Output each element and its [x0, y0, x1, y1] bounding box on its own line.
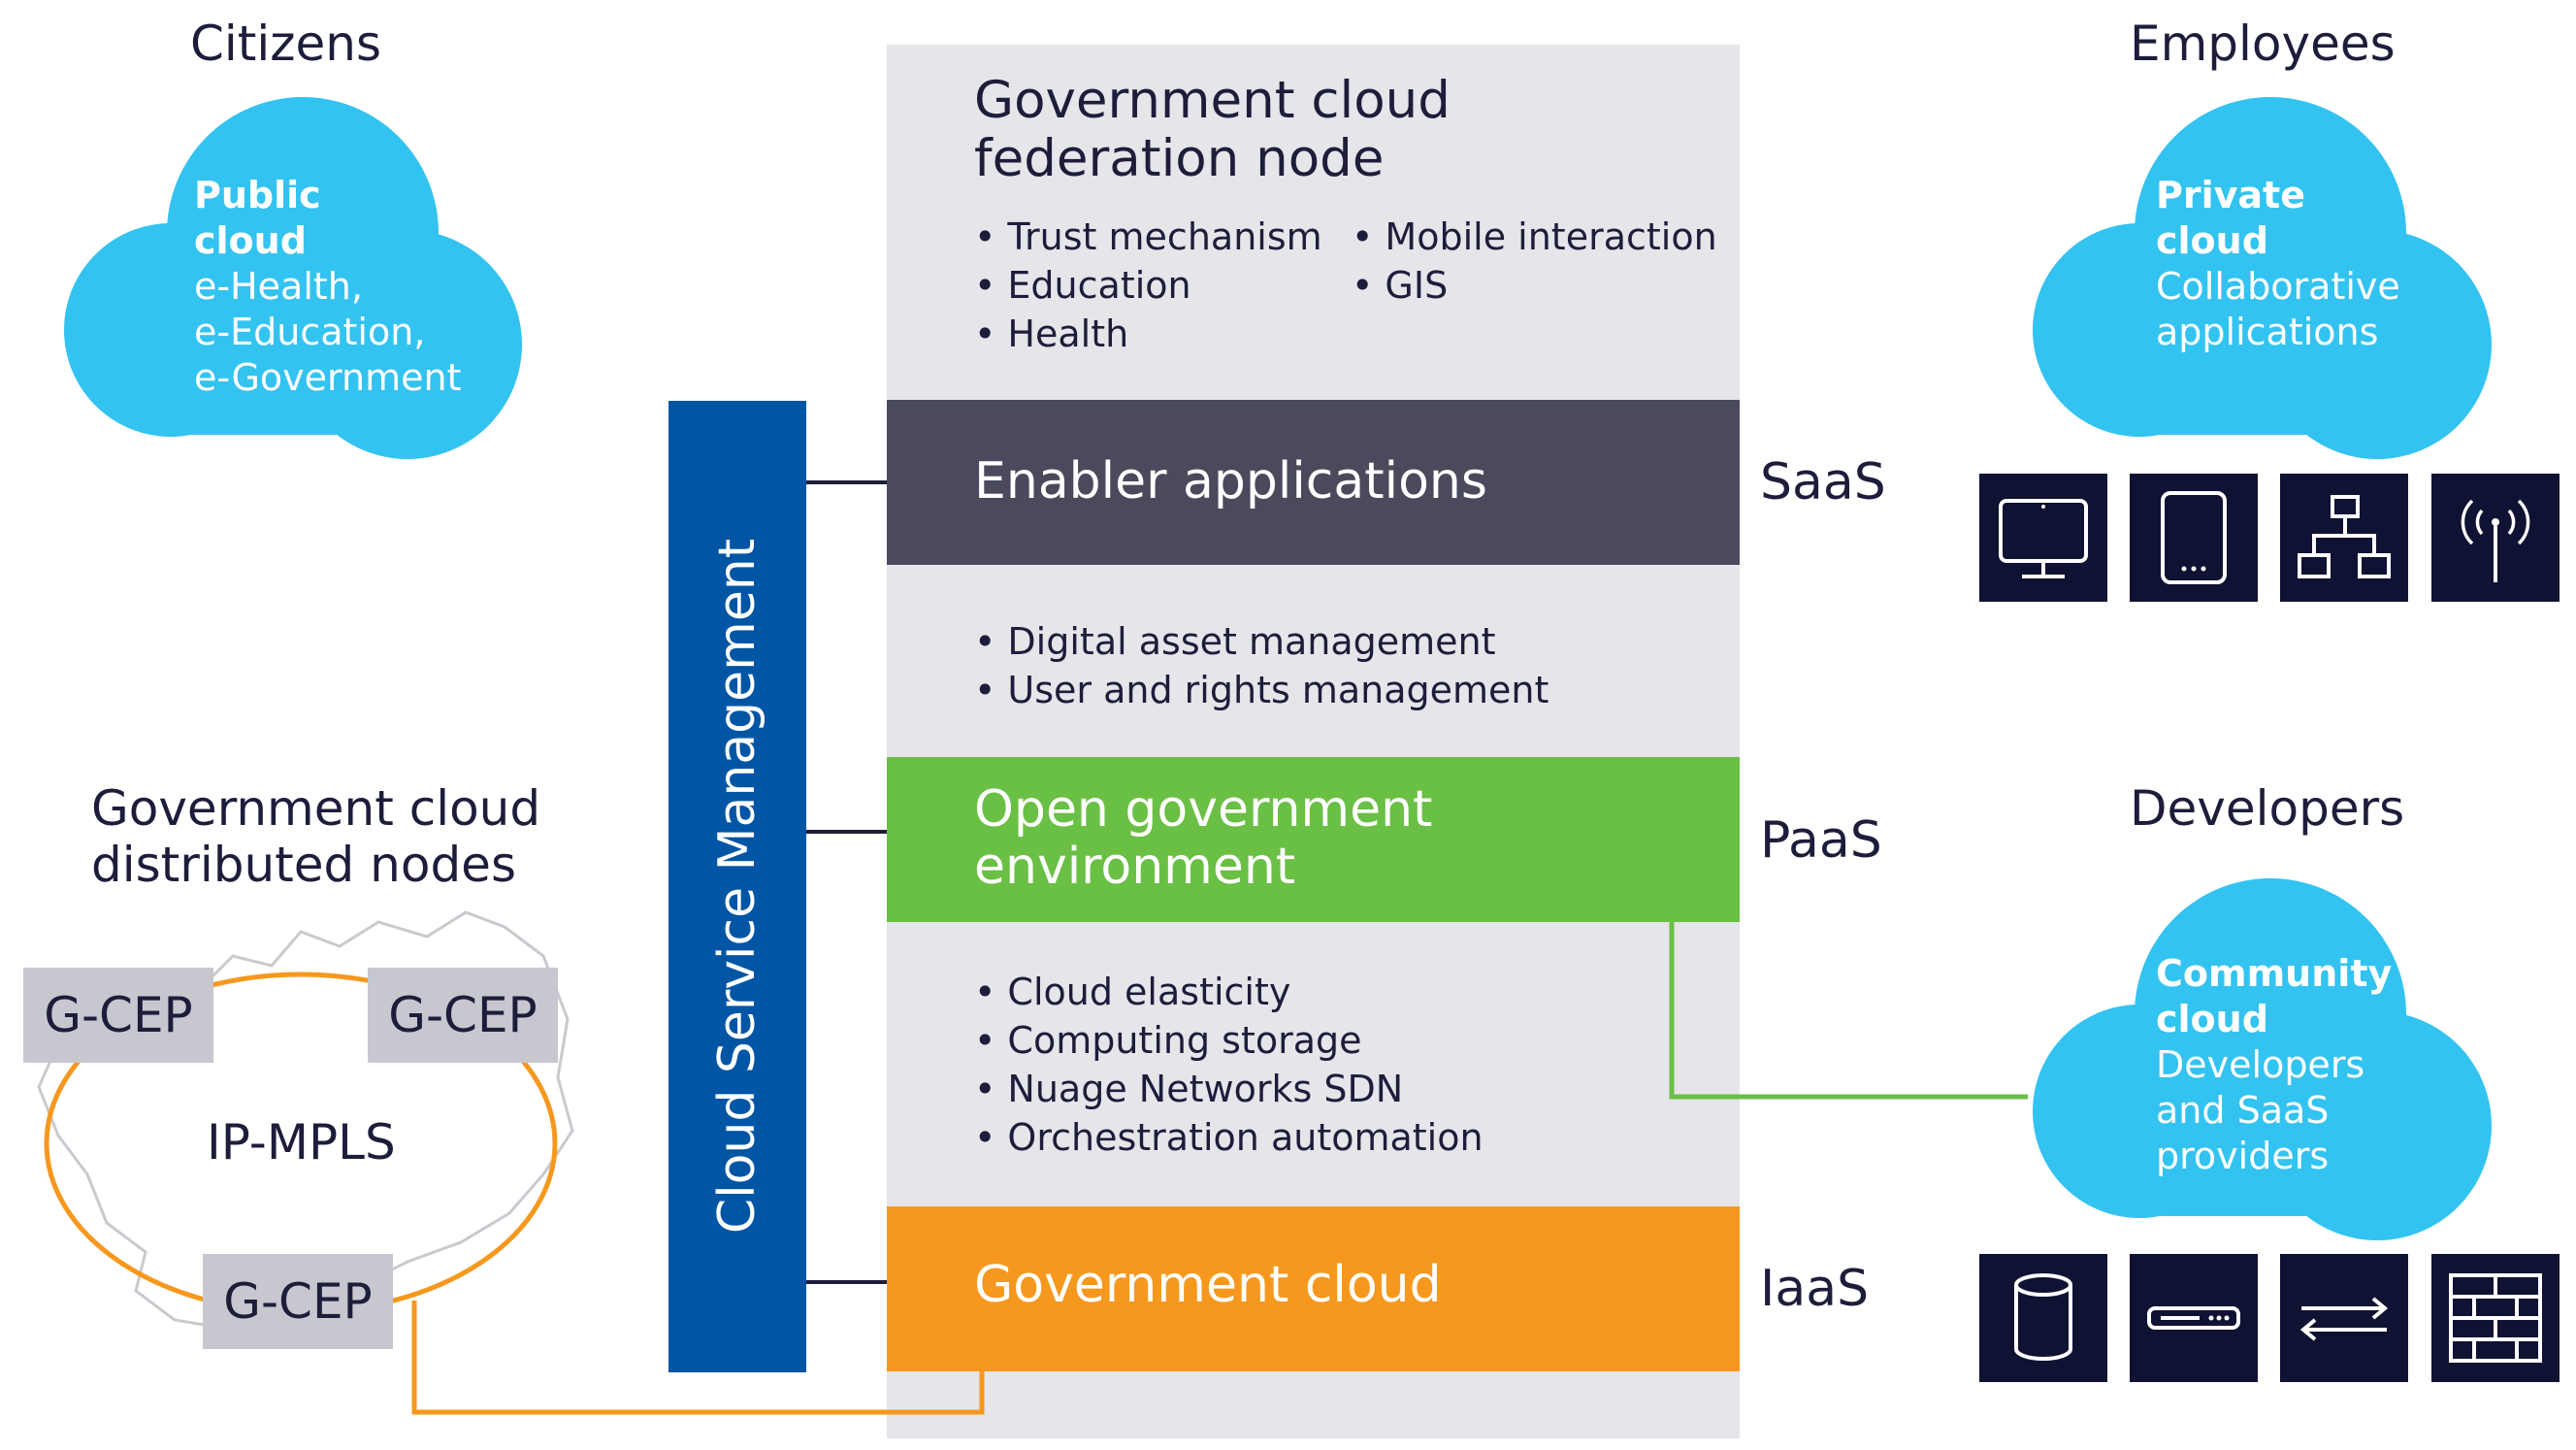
- bullet-item: Orchestration automation: [974, 1113, 1483, 1162]
- community-cloud-text: Community cloud Developers and SaaS prov…: [2156, 951, 2392, 1179]
- federation-bullets-right: Mobile interaction GIS: [1352, 213, 1717, 310]
- community-cloud-title-line2: cloud: [2156, 998, 2268, 1040]
- citizens-heading: Citizens: [190, 16, 382, 72]
- distributed-title-line1: Government cloud: [91, 780, 541, 837]
- saas-label: SaaS: [1760, 453, 1886, 511]
- bullet-item: Computing storage: [974, 1016, 1484, 1065]
- connector-paas-community: [1669, 922, 2028, 1100]
- private-cloud-line: applications: [2156, 311, 2379, 353]
- federation-title-line1: Government cloud: [974, 71, 1451, 130]
- community-cloud-line: providers: [2156, 1135, 2330, 1177]
- antenna-icon: [2431, 474, 2560, 602]
- tablet-icon: [2130, 474, 2258, 602]
- bullet-item: GIS: [1352, 261, 1717, 310]
- network-hierarchy-icon: [2280, 474, 2408, 602]
- server-icon: [2130, 1254, 2258, 1382]
- public-cloud-line: e-Health,: [194, 265, 363, 308]
- iaas-band: Government cloud: [887, 1206, 1740, 1371]
- paas-bullets: Digital asset management User and rights…: [974, 617, 1549, 714]
- bullet-item: User and rights management: [974, 666, 1549, 714]
- employees-heading: Employees: [2130, 16, 2396, 72]
- g-cep-node: G-CEP: [203, 1254, 393, 1349]
- transfer-arrows-icon: [2280, 1254, 2408, 1382]
- map-outline-shape: [37, 910, 574, 1332]
- community-cloud-line: Developers: [2156, 1043, 2365, 1086]
- federation-bullets-left: Trust mechanism Education Health: [974, 213, 1322, 358]
- iaas-label: IaaS: [1760, 1260, 1870, 1318]
- public-cloud-line: e-Education,: [194, 311, 426, 353]
- private-cloud-title-line2: cloud: [2156, 219, 2268, 262]
- private-cloud-line: Collaborative: [2156, 265, 2400, 308]
- g-cep-node: G-CEP: [23, 968, 213, 1063]
- bullet-item: Nuage Networks SDN: [974, 1065, 1484, 1113]
- bullet-item: Digital asset management: [974, 617, 1549, 666]
- iaas-band-label: Government cloud: [974, 1256, 1442, 1314]
- public-cloud-title-line2: cloud: [194, 219, 307, 262]
- paas-band-label-line1: Open government: [974, 780, 1433, 839]
- distributed-title-line2: distributed nodes: [91, 837, 516, 893]
- community-cloud-shape: [2033, 878, 2492, 1240]
- bullet-item: Education: [974, 261, 1322, 310]
- private-cloud-shape: [2033, 97, 2492, 459]
- paas-label: PaaS: [1760, 811, 1882, 870]
- cloud-service-management-bar: Cloud Service Management: [668, 401, 806, 1372]
- paas-band-label-line2: environment: [974, 838, 1296, 896]
- community-cloud-line: and SaaS: [2156, 1089, 2330, 1132]
- firewall-icon: [2431, 1254, 2560, 1382]
- public-cloud-line: e-Government: [194, 356, 462, 399]
- community-cloud-title-line1: Community: [2156, 952, 2393, 995]
- bullet-item: Trust mechanism: [974, 213, 1321, 261]
- private-cloud-text: Private cloud Collaborative applications: [2156, 173, 2400, 355]
- iaas-bullets: Cloud elasticity Computing storage Nuage…: [974, 968, 1484, 1162]
- paas-band: Open government environment: [887, 757, 1740, 922]
- bullet-item: Mobile interaction: [1352, 213, 1716, 261]
- connector-iaas-gcep: [411, 1301, 985, 1415]
- g-cep-node: G-CEP: [368, 968, 558, 1063]
- developers-heading: Developers: [2130, 780, 2405, 837]
- database-icon: [1979, 1254, 2107, 1382]
- saas-band: Enabler applications: [887, 400, 1740, 565]
- public-cloud-text: Public cloud e-Health, e-Education, e-Go…: [194, 173, 461, 401]
- saas-band-label: Enabler applications: [974, 452, 1487, 511]
- federation-title-line2: federation node: [974, 129, 1385, 188]
- private-cloud-title-line1: Private: [2156, 174, 2305, 216]
- bullet-item: Cloud elasticity: [974, 968, 1484, 1016]
- ip-mpls-label: IP-MPLS: [207, 1114, 396, 1170]
- public-cloud-title-line1: Public: [194, 174, 321, 216]
- monitor-icon: [1979, 474, 2107, 602]
- public-cloud-shape: [64, 97, 522, 459]
- bullet-item: Health: [974, 310, 1322, 358]
